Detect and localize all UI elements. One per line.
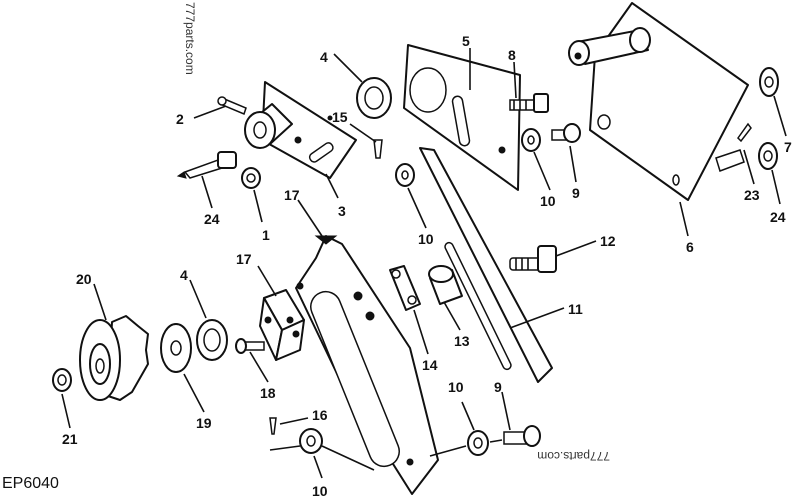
part-1-nut [241,167,261,189]
callout-8: 8 [508,47,516,63]
callout-16: 17 [284,187,300,203]
part-10-washer-b [395,163,415,187]
part-4-washer-bottom [196,319,228,361]
callout-2: 2 [176,111,184,127]
part-8-bolt [509,93,549,113]
callout-22: 23 [744,187,760,203]
part-20-knob [79,315,149,401]
part-12-bolt [509,245,557,273]
part-11-arm [419,147,553,383]
part-17-switch [259,289,305,361]
part-21-nut [52,368,72,392]
callout-14: 14 [422,357,438,373]
callout-4-lower: 4 [180,267,188,283]
part-10-washer-a [521,128,541,152]
part-19-washer [160,323,192,373]
callout-labels: 2 4 5 8 15 3 24 1 17 10 9 6 23 24 7 10 1… [62,33,792,499]
part-15-cotter-bottom [269,417,277,435]
part-23-washer [758,142,778,170]
part-6-plate [568,2,749,201]
leader-lines [61,48,787,479]
part-4-washer-top [356,77,392,119]
part-22-cotter [737,122,752,143]
callout-23: 24 [770,209,786,225]
part-18-screw [235,338,265,354]
callout-17: 17 [236,251,252,267]
part-10-washer-c [299,428,323,454]
callout-5: 5 [462,33,470,49]
callout-3: 3 [338,203,346,219]
callout-10-middle: 10 [418,231,434,247]
callout-13: 13 [454,333,470,349]
part-9-bolt-upper [551,123,581,143]
part-14-link [389,265,421,311]
part-13-spacer [428,265,463,305]
callout-10-bottom-left: 10 [312,483,328,499]
callout-21: 21 [62,431,78,447]
callout-15-top: 15 [332,109,348,125]
callout-7: 7 [784,139,792,155]
callout-6: 6 [686,239,694,255]
part-9-bolt-lower [503,425,541,447]
watermark-bottom: 777parts.com [537,449,610,463]
callout-12: 12 [600,233,616,249]
callout-24: 24 [204,211,220,227]
part-24-pin [176,151,237,179]
part-7-washer [759,67,779,97]
part-16-bracket [295,235,439,495]
callout-9-lower: 9 [494,379,502,395]
callout-15-lower: 16 [312,407,328,423]
callout-18: 18 [260,385,276,401]
watermark-top: 777parts.com [183,2,197,75]
callout-9-upper: 9 [572,185,580,201]
callout-20: 20 [76,271,92,287]
part-3-bracket [244,81,357,179]
part-5-plate [403,44,521,191]
part-15-cotter-top [373,139,383,159]
callout-10-upper: 10 [540,193,556,209]
callout-4-top: 4 [320,49,328,65]
callout-19: 19 [196,415,212,431]
part-10-washer-d [467,430,489,456]
callout-10-bottom-right: 10 [448,379,464,395]
part-2-pin [217,96,247,116]
callout-1: 1 [262,227,270,243]
callout-11: 11 [568,301,583,317]
figure-code: EP6040 [2,475,59,492]
